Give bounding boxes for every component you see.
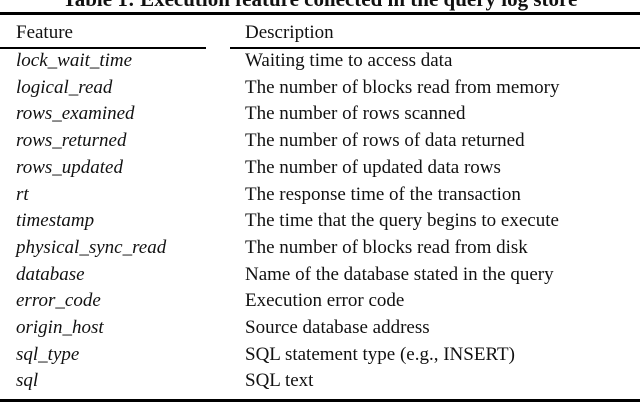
feature-cell: database — [16, 263, 85, 285]
table-row: database Name of the database stated in t… — [0, 264, 640, 291]
description-cell: Execution error code — [245, 290, 405, 312]
feature-cell: lock_wait_time — [16, 50, 133, 71]
header-rule-feature — [0, 47, 206, 49]
description-cell: SQL text — [245, 370, 314, 392]
table-row: timestamp The time that the query begins … — [0, 210, 640, 237]
description-cell: The time that the query begins to execut… — [245, 210, 559, 232]
feature-cell: rows_examined — [16, 103, 135, 125]
top-rule — [0, 12, 640, 15]
description-cell: The number of rows scanned — [245, 103, 466, 125]
table-row: logical_read The number of blocks read fr… — [0, 77, 640, 104]
description-cell: The number of updated data rows — [245, 156, 501, 178]
table-row: physical_sync_read The number of blocks r… — [0, 237, 640, 264]
feature-cell: logical_read — [16, 76, 113, 98]
table-row: rows_examined The number of rows scanned — [0, 103, 640, 130]
feature-cell: sql_type — [16, 343, 80, 365]
table-row: origin_host Source database address — [0, 317, 640, 344]
description-cell: The number of blocks read from disk — [245, 236, 528, 258]
feature-cell: rows_updated — [16, 156, 123, 178]
description-cell: The response time of the transaction — [245, 183, 521, 205]
header-rule-description — [230, 47, 640, 49]
table-row: rows_returned The number of rows of data … — [0, 130, 640, 157]
feature-cell: timestamp — [16, 210, 95, 232]
table-row: rows_updated The number of updated data r… — [0, 157, 640, 184]
table-row: lock_wait_time Waiting time to access dat… — [0, 50, 640, 77]
table-caption: Table 1: Execution feature collected in … — [0, 0, 640, 12]
description-cell: Name of the database stated in the query — [245, 263, 554, 285]
feature-cell: rt — [16, 183, 29, 205]
description-cell: The number of blocks read from memory — [245, 76, 560, 98]
description-cell: The number of rows of data returned — [245, 130, 525, 152]
description-cell: Source database address — [245, 317, 430, 338]
header-feature: Feature — [16, 22, 73, 43]
feature-cell: sql — [16, 370, 39, 392]
feature-cell: origin_host — [16, 317, 104, 338]
description-cell: SQL statement type (e.g., INSERT) — [245, 343, 515, 365]
feature-cell: error_code — [16, 290, 101, 312]
table-row: sql SQL text — [0, 370, 640, 397]
table-row: rt The response time of the transaction — [0, 184, 640, 211]
table-row: sql_type SQL statement type (e.g., INSERT… — [0, 344, 640, 371]
table-row: error_code Execution error code — [0, 290, 640, 317]
description-cell: Waiting time to access data — [245, 50, 453, 71]
header-description: Description — [245, 22, 334, 43]
bottom-rule — [0, 399, 640, 402]
feature-cell: physical_sync_read — [16, 236, 167, 258]
feature-cell: rows_returned — [16, 130, 127, 152]
